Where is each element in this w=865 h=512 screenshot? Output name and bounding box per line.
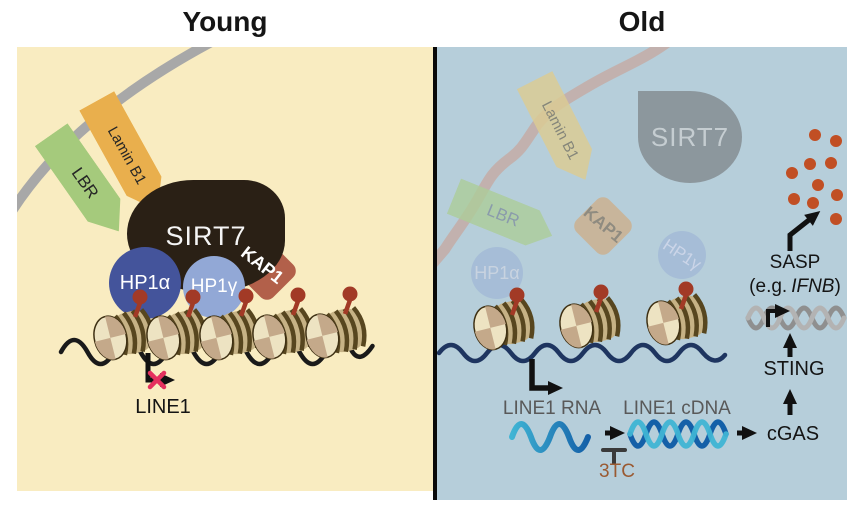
hp1-alpha-circle: HP1α bbox=[109, 247, 181, 319]
nucleosome-row-dispersed bbox=[470, 291, 710, 353]
sasp-secreted-dots bbox=[786, 129, 843, 225]
line1-label: LINE1 bbox=[135, 396, 191, 418]
old-panel-title: Old bbox=[618, 6, 666, 37]
sasp-eg-suffix: ) bbox=[834, 276, 841, 297]
sirt7-label: SIRT7 bbox=[165, 220, 247, 251]
sirt7-blob-detached: SIRT7 bbox=[638, 91, 742, 183]
line1-cdna-helix-icon bbox=[627, 419, 729, 449]
sasp-secretion-arrow bbox=[787, 211, 821, 251]
old-panel: Lamin B1 LBR KAP1 HP1γ HP1α SIRT7 bbox=[437, 47, 847, 500]
young-chromatin-graphic bbox=[58, 47, 375, 390]
3tc-inhibitor-icon bbox=[601, 448, 627, 465]
hp1-alpha-label: HP1α bbox=[119, 271, 171, 294]
line1-cdna-label: LINE1 cDNA bbox=[623, 398, 731, 419]
hp1-gamma-label: HP1γ bbox=[190, 276, 238, 297]
3tc-label: 3TC bbox=[599, 461, 635, 482]
sasp-eg-prefix: (e.g. bbox=[749, 276, 788, 297]
cgas-label: cGAS bbox=[766, 423, 820, 445]
nucleosome-row bbox=[90, 304, 369, 363]
repression-x-icon bbox=[147, 370, 167, 390]
dna-strand-open bbox=[437, 342, 728, 364]
line1-transcription-arrow-active bbox=[529, 359, 563, 395]
sting-label: STING bbox=[763, 358, 825, 380]
ifnb-gene-name: IFNB bbox=[791, 276, 835, 297]
sasp-example-label: (e.g.IFNB) bbox=[725, 276, 865, 298]
sasp-label: SASP bbox=[769, 252, 821, 273]
ifnb-gene-helix-icon bbox=[745, 305, 847, 331]
panel-divider bbox=[433, 47, 437, 500]
old-pathway-graphic bbox=[437, 129, 847, 465]
ifnb-promoter-arrow bbox=[766, 304, 790, 327]
hp1-alpha-label: HP1α bbox=[474, 262, 520, 283]
young-panel-title: Young bbox=[182, 6, 268, 37]
line1-rna-label: LINE1 RNA bbox=[502, 398, 602, 419]
sirt7-label: SIRT7 bbox=[650, 121, 730, 152]
line1-transcription-arrow bbox=[145, 353, 175, 387]
hp1-gamma-circle-faded: HP1γ bbox=[658, 231, 706, 279]
young-panel: Lamin B1 LBR SIRT7 KAP1 HP1α HP1γ bbox=[17, 47, 433, 491]
line1-rna-wave-icon bbox=[509, 421, 591, 453]
